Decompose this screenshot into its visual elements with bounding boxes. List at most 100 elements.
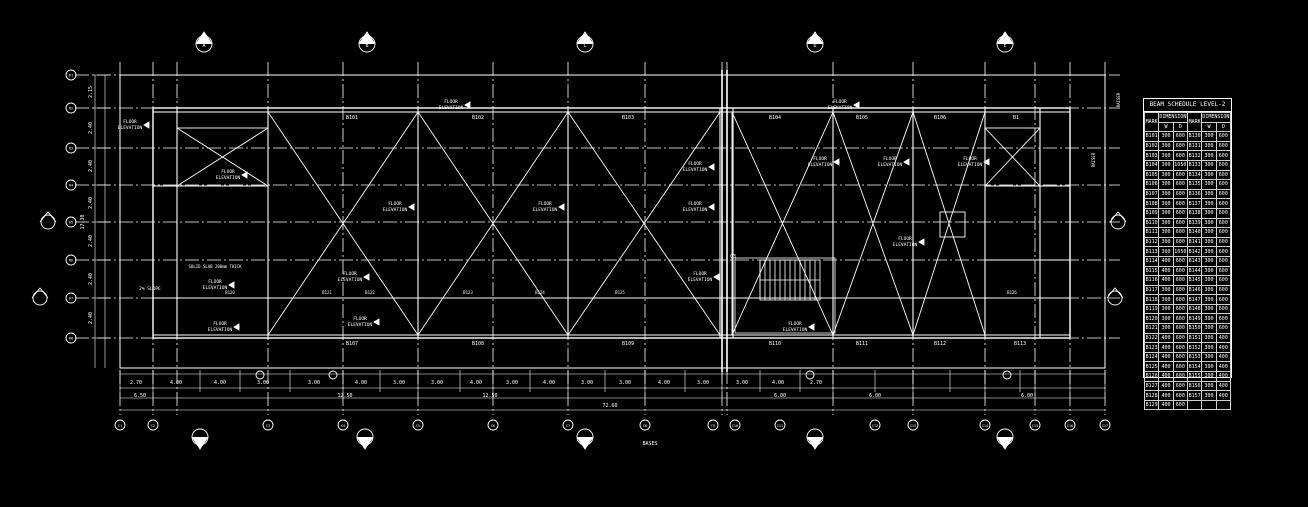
bottom-section-arrow	[191, 436, 209, 450]
floor-elevation-label: FLOOR	[883, 156, 897, 162]
schedule-cell: B133	[1186, 159, 1203, 171]
floor-elevation-label: FLOOR	[963, 156, 977, 162]
schedule-cell: B129	[1143, 399, 1160, 411]
floor-elevation-label: FLOOR	[221, 169, 235, 175]
schedule-cell: B131	[1186, 140, 1203, 152]
schedule-cell: B122	[1143, 332, 1160, 344]
row-bubble	[65, 292, 77, 304]
dim-left-text: 2.40	[88, 160, 94, 172]
schedule-cell: 600	[1172, 380, 1188, 392]
schedule-cell: 600	[1215, 188, 1232, 200]
beam-label: B108	[472, 341, 484, 347]
schedule-cell: B107	[1143, 188, 1160, 200]
schedule-cell: B144	[1186, 265, 1203, 277]
dim-mid-text: 6.00	[869, 393, 881, 399]
grid-lines	[75, 62, 1120, 415]
beam-label: B111	[856, 341, 868, 347]
floor-elevation-label: ELEVATION	[208, 327, 233, 333]
schedule-cell: 300	[1158, 150, 1174, 161]
schedule-cell: 600	[1172, 351, 1188, 363]
column-bubble	[729, 419, 741, 431]
schedule-title: BEAM SCHEDULE LEVEL-2	[1144, 99, 1231, 112]
column-bubble	[262, 419, 274, 431]
small-bubble	[805, 370, 815, 380]
beam-label: B1	[1013, 115, 1019, 121]
schedule-cell: 400	[1215, 351, 1232, 363]
beam-label: B124	[535, 290, 545, 295]
schedule-cell: B101	[1143, 131, 1160, 142]
elevation-marker	[408, 203, 415, 211]
section-arrow	[195, 31, 213, 45]
schedule-cell: 300	[1201, 207, 1217, 219]
schedule-cell: 600	[1215, 265, 1232, 277]
schedule-cell: 400	[1215, 361, 1232, 373]
row-bubble	[65, 102, 77, 114]
beam-label: B112	[934, 341, 946, 347]
floor-elevation-label: ELEVATION	[893, 242, 918, 248]
schedule-cell: 300	[1201, 246, 1217, 257]
row-bubble	[65, 216, 77, 228]
dim-top-text: 3.00	[308, 380, 320, 386]
building-outline	[119, 70, 1106, 372]
floor-elevation-label: ELEVATION	[688, 277, 713, 283]
floor-elevation-label: ELEVATION	[216, 175, 241, 181]
schedule-cell: 600	[1172, 131, 1188, 142]
column-marker-text: C16	[1067, 424, 1073, 428]
stair-well	[734, 257, 836, 334]
schedule-cell: B145	[1186, 275, 1203, 286]
elevation-marker	[983, 158, 990, 166]
section-arrow	[576, 31, 594, 45]
dim-mid-text: 12.50	[482, 393, 497, 399]
floor-elevation-label: FLOOR	[343, 271, 357, 277]
column-marker-text: C14	[982, 424, 988, 428]
schedule-cell: 300	[1158, 246, 1174, 257]
schedule-cell: B121	[1143, 323, 1160, 334]
schedule-cell: 300	[1158, 198, 1174, 209]
schedule-cell: 300	[1201, 188, 1217, 200]
schedule-cell: 600	[1172, 217, 1188, 229]
row-marker-text: R5	[69, 221, 73, 225]
schedule-cell: 600	[1172, 361, 1188, 373]
schedule-cell: 400	[1158, 371, 1174, 382]
slab-note: SOLID SLAB 200mm THICK	[189, 264, 243, 269]
schedule-cell: 400	[1158, 342, 1174, 353]
beam-label: B109	[622, 341, 634, 347]
schedule-cell: 600	[1172, 227, 1188, 238]
schedule-cell: 300	[1201, 159, 1217, 171]
schedule-cell: B110	[1143, 217, 1160, 229]
floor-elevation-label: FLOOR	[444, 99, 458, 105]
schedule-cell: 400	[1215, 371, 1232, 382]
elevation-marker	[708, 203, 715, 211]
schedule-cell: 300	[1201, 140, 1217, 152]
column-bubble	[1099, 419, 1111, 431]
schedule-cell: 600	[1172, 342, 1188, 353]
schedule-cell: B132	[1186, 150, 1203, 161]
schedule-cell: 300	[1201, 332, 1217, 344]
elevation-marker	[708, 163, 715, 171]
schedule-cell: 600	[1172, 323, 1188, 334]
beam-label: B102	[472, 115, 484, 121]
floor-elevation-label: FLOOR	[213, 321, 227, 327]
column-marker-text: C7	[566, 424, 570, 428]
schedule-cell: 300	[1158, 323, 1174, 334]
beam-label: B123	[463, 290, 473, 295]
floor-elevation-label: FLOOR	[898, 236, 912, 242]
dim-top-text: 4.00	[772, 380, 784, 386]
bottom-section-arrow	[356, 436, 374, 450]
schedule-cell: B151	[1186, 332, 1203, 344]
dim-top-text: 3.00	[393, 380, 405, 386]
beam-label: B125	[615, 290, 625, 295]
schedule-cell: B120	[1143, 313, 1160, 325]
row-marker-text: R2	[69, 107, 73, 111]
column-bubble	[487, 419, 499, 431]
schedule-cell: 400	[1158, 255, 1174, 267]
